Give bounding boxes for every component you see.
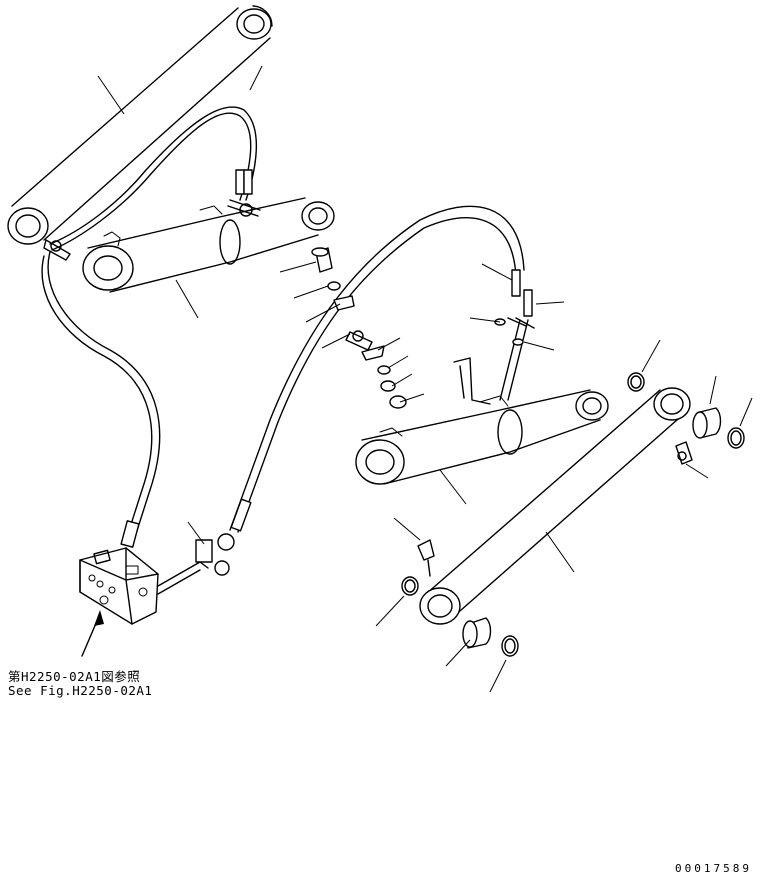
reference-note-english: See Fig.H2250-02A1: [8, 683, 153, 698]
bushings-and-seals: [401, 372, 745, 657]
right-cylinder: [355, 357, 609, 485]
reference-note-japanese: 第H2250-02A1図参照: [8, 669, 141, 684]
drawing-number: 00017589: [675, 862, 752, 875]
control-valve-block: [79, 547, 209, 657]
upper-lift-arm: [7, 5, 273, 245]
upper-hoses: [41, 106, 261, 548]
upper-left-cylinder: [82, 197, 335, 293]
lower-lift-arm: [419, 387, 691, 625]
hardware: [311, 247, 524, 409]
leader-lines: [97, 65, 753, 693]
middle-hoses: [195, 205, 535, 576]
